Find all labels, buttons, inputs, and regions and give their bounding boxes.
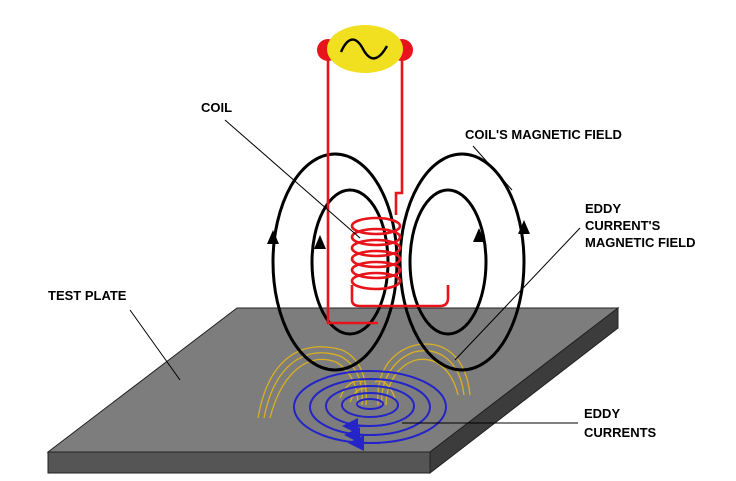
test-plate-side-edge: [429, 306, 619, 475]
field-arrows: [267, 220, 530, 249]
coil-field-leader: [472, 145, 513, 191]
coil-label: COIL: [201, 100, 232, 115]
eddy-currents-label-line1: EDDY: [584, 406, 620, 421]
coil-lead-left: [326, 60, 378, 325]
ac-source: [317, 25, 413, 73]
arrow-up-icon: [473, 228, 485, 242]
leader-lines: [129, 119, 581, 424]
coil: [326, 60, 450, 325]
eddy-currents-label-line2: CURRENTS: [584, 425, 657, 440]
test-plate: [46, 306, 620, 475]
eddy-field-label-line1: EDDY: [585, 201, 621, 216]
eddy-field-label-line3: MAGNETIC FIELD: [585, 235, 696, 250]
eddy-field-leader: [454, 227, 581, 361]
sine-wave-icon: [339, 38, 389, 60]
test-plate-label: TEST PLATE: [48, 288, 127, 303]
test-plate-leader: [129, 309, 181, 381]
coil-magnetic-field-label: COIL'S MAGNETIC FIELD: [465, 127, 622, 142]
arrow-up-icon: [267, 230, 279, 244]
test-plate-front-edge: [47, 451, 431, 474]
coil-leader: [224, 119, 361, 239]
arrow-up-icon: [314, 235, 326, 249]
eddy-currents: [293, 370, 447, 451]
arrow-up-icon: [518, 220, 530, 234]
field-loop-right-inner: [408, 188, 488, 336]
ac-source-body: [327, 25, 403, 73]
eddy-field-label-line2: CURRENT'S: [585, 218, 661, 233]
coil-lead-right: [394, 60, 404, 215]
